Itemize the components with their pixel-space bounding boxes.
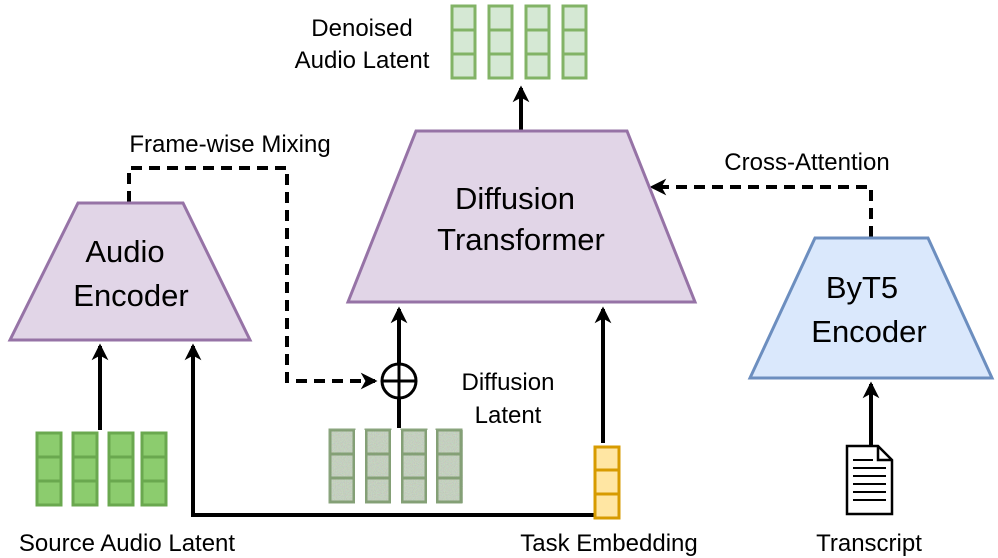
- connectors: [91, 85, 880, 517]
- diffusion-latent-label-line2: Latent: [475, 402, 542, 429]
- diffusion-transformer-label-line1: Diffusion: [455, 181, 575, 216]
- audio-encoder-label-line2: Encoder: [73, 278, 188, 313]
- denoised-label-line2: Audio Latent: [295, 47, 430, 74]
- plus-circle-icon: [380, 362, 418, 400]
- diffusion-latent: [328, 428, 463, 505]
- diffusion-latent-label-line1: Diffusion: [462, 369, 555, 396]
- denoised-label-line1: Denoised: [311, 15, 412, 42]
- diffusion-transformer-block: [345, 129, 698, 304]
- transcript-label: Transcript: [816, 530, 922, 557]
- arrow-cross-attention: [649, 178, 873, 237]
- source-audio-latent: [35, 431, 168, 507]
- frame-wise-mixing-label: Frame-wise Mixing: [129, 131, 330, 158]
- denoised-audio-latent: [450, 4, 588, 80]
- cross-attention-label: Cross-Attention: [724, 149, 889, 176]
- task-embedding: [593, 445, 621, 520]
- audio-encoder-label-line1: Audio: [85, 234, 164, 269]
- arrow-task-to-audio-encoder: [184, 343, 603, 517]
- audio-encoder-block: [7, 201, 253, 342]
- document-icon: [845, 444, 894, 516]
- byt5-encoder-block: [747, 236, 995, 380]
- diffusion-transformer-label-line2: Transformer: [437, 222, 605, 257]
- source-audio-latent-label: Source Audio Latent: [19, 530, 235, 557]
- arrow-frame-wise-mixing: [127, 166, 378, 390]
- byt5-encoder-label-line1: ByT5: [826, 270, 898, 305]
- byt5-encoder-label-line2: Encoder: [811, 314, 926, 349]
- task-embedding-label: Task Embedding: [520, 530, 697, 557]
